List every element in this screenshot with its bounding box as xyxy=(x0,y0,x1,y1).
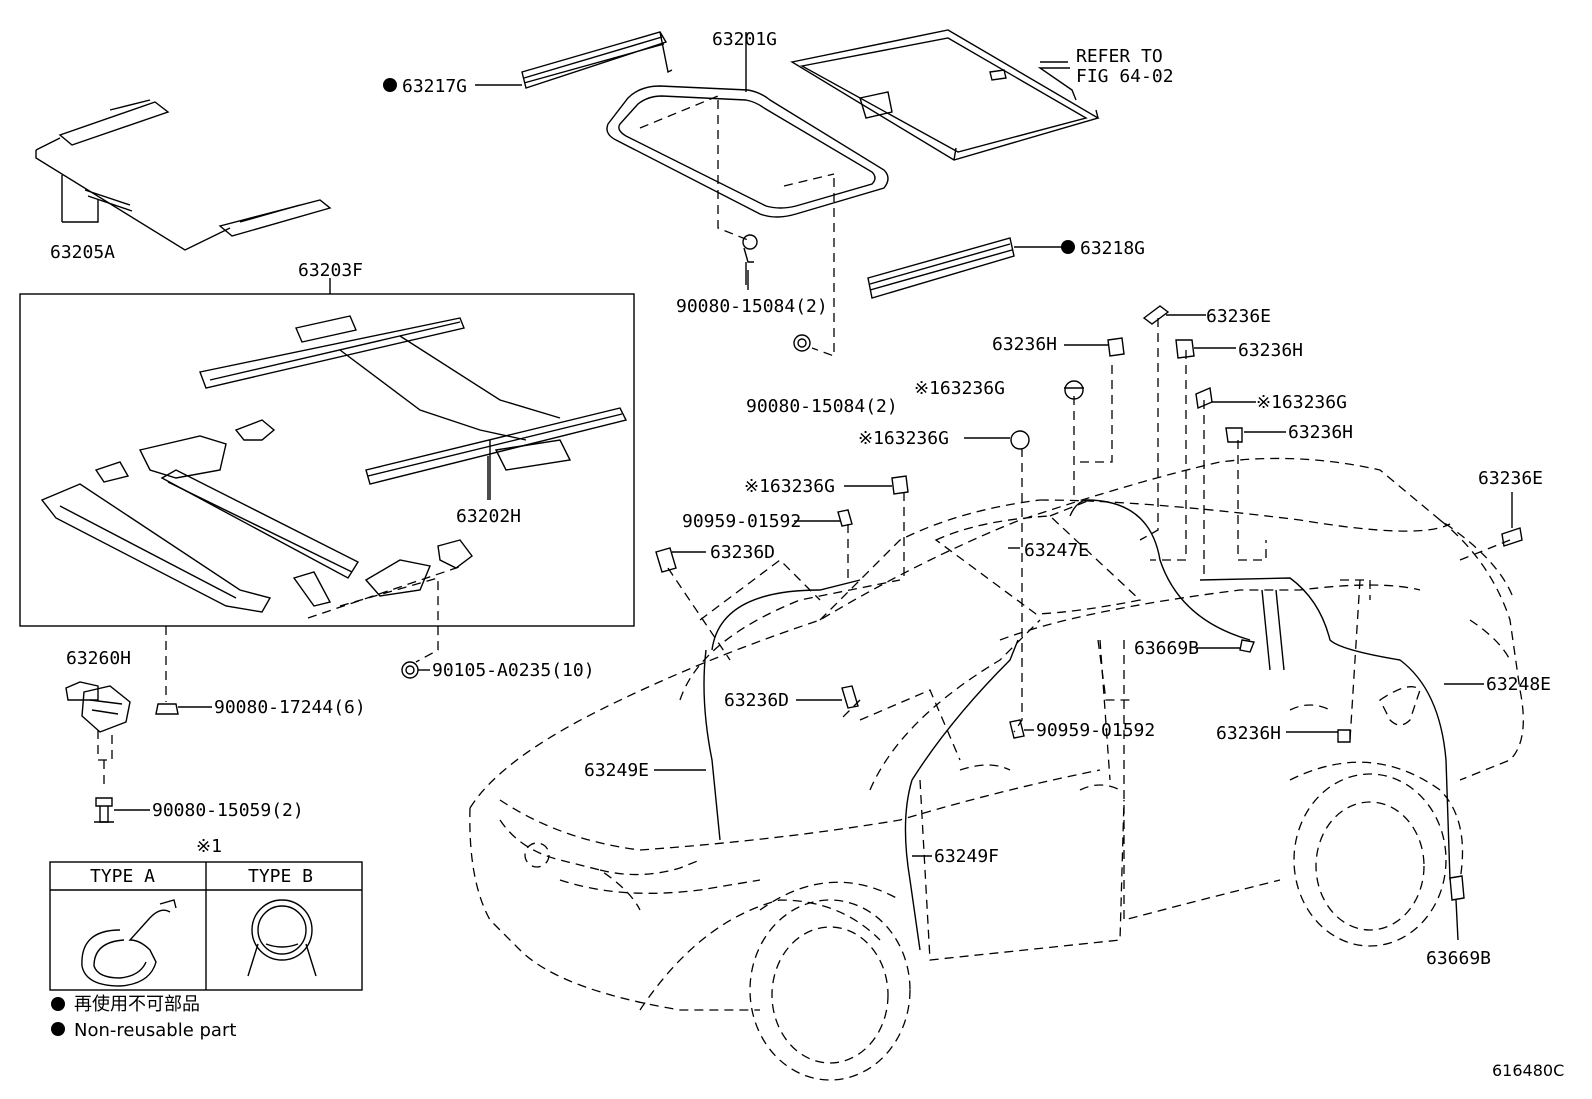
glass-screws-drawing xyxy=(717,100,835,357)
non-reusable-bullet-icon xyxy=(383,78,397,92)
label-90080-15084-a: 90080-15084(2) xyxy=(676,296,828,317)
legend-note-mark: ※1 xyxy=(196,836,222,857)
label-63236e-right: 63236E xyxy=(1478,468,1543,489)
label-63202h: 63202H xyxy=(456,506,521,527)
label-63669b-1: 63669B xyxy=(1134,638,1199,659)
label-90959-01592-b: 90959-01592 xyxy=(1036,720,1155,741)
label-63249e: 63249E xyxy=(584,760,649,781)
label-90080-15059: 90080-15059(2) xyxy=(152,800,304,821)
legend-type-a: TYPE A xyxy=(90,866,155,887)
label-63247e: 63247E xyxy=(1024,540,1089,561)
drain-hoses-drawing xyxy=(703,499,1451,951)
label-63236d-2: 63236D xyxy=(724,690,789,711)
label-63236e-top: 63236E xyxy=(1206,306,1271,327)
label-63236g-2: ※163236G xyxy=(1256,392,1347,413)
bullet-legend: 再使用不可部品 Non-reusable part xyxy=(51,994,236,1041)
label-63236g-3: ※163236G xyxy=(858,428,949,449)
drive-cable-drawing xyxy=(35,99,332,251)
legend-en-text: Non-reusable part xyxy=(74,1020,236,1041)
legend-bullet-icon-2 xyxy=(51,1022,65,1036)
label-90080-15084-b: 90080-15084(2) xyxy=(746,396,898,417)
type-b-clip-icon xyxy=(251,899,313,961)
weatherstrip-63218g-drawing xyxy=(867,237,1075,299)
label-63236h-2: 63236H xyxy=(1238,340,1303,361)
label-63236g-4: ※163236G xyxy=(744,476,835,497)
weatherstrip-63217g-drawing xyxy=(521,31,673,89)
label-63236h-4: 63236H xyxy=(1216,723,1281,744)
sunroof-frame-drawing xyxy=(40,315,628,663)
label-63218g: 63218G xyxy=(1080,238,1145,259)
label-63236g-1: ※163236G xyxy=(914,378,1005,399)
legend-bullet-icon-1 xyxy=(51,997,65,1011)
label-63249f: 63249F xyxy=(934,846,999,867)
label-90105-a0235: 90105-A0235(10) xyxy=(432,660,595,681)
label-63248e: 63248E xyxy=(1486,674,1551,695)
sunroof-glass-drawing xyxy=(606,32,889,218)
label-refer-line2: FIG 64-02 xyxy=(1076,66,1174,87)
label-refer-line1: REFER TO xyxy=(1076,46,1163,67)
label-90080-17244: 90080-17244(6) xyxy=(214,697,366,718)
label-63236h-1: 63236H xyxy=(992,334,1057,355)
legend-jp-text: 再使用不可部品 xyxy=(74,994,200,1015)
label-63203f: 63203F xyxy=(298,260,363,281)
label-leaders xyxy=(61,61,1513,941)
label-63236d-1: 63236D xyxy=(710,542,775,563)
sunshade-drawing xyxy=(790,29,1100,161)
motor-drawing xyxy=(65,626,419,823)
document-id: 616480C xyxy=(1492,1061,1564,1080)
label-90959-01592-a: 90959-01592 xyxy=(682,511,801,532)
frame-assembly-box xyxy=(19,293,635,627)
label-63669b-2: 63669B xyxy=(1426,948,1491,969)
legend-type-b: TYPE B xyxy=(248,866,313,887)
clip-leaders-drawing xyxy=(667,318,1511,761)
label-63201g: 63201G xyxy=(712,29,777,50)
vehicle-outline-drawing xyxy=(469,457,1524,1081)
label-63205a: 63205A xyxy=(50,242,115,263)
label-63236h-3: 63236H xyxy=(1288,422,1353,443)
label-63260h: 63260H xyxy=(66,648,131,669)
type-a-clip-icon xyxy=(81,909,171,987)
label-63217g: 63217G xyxy=(402,76,467,97)
part-labels: 63217G 63201G REFER TO FIG 64-02 63205A … xyxy=(50,29,1551,969)
type-legend: ※1 TYPE A TYPE B xyxy=(49,836,363,991)
